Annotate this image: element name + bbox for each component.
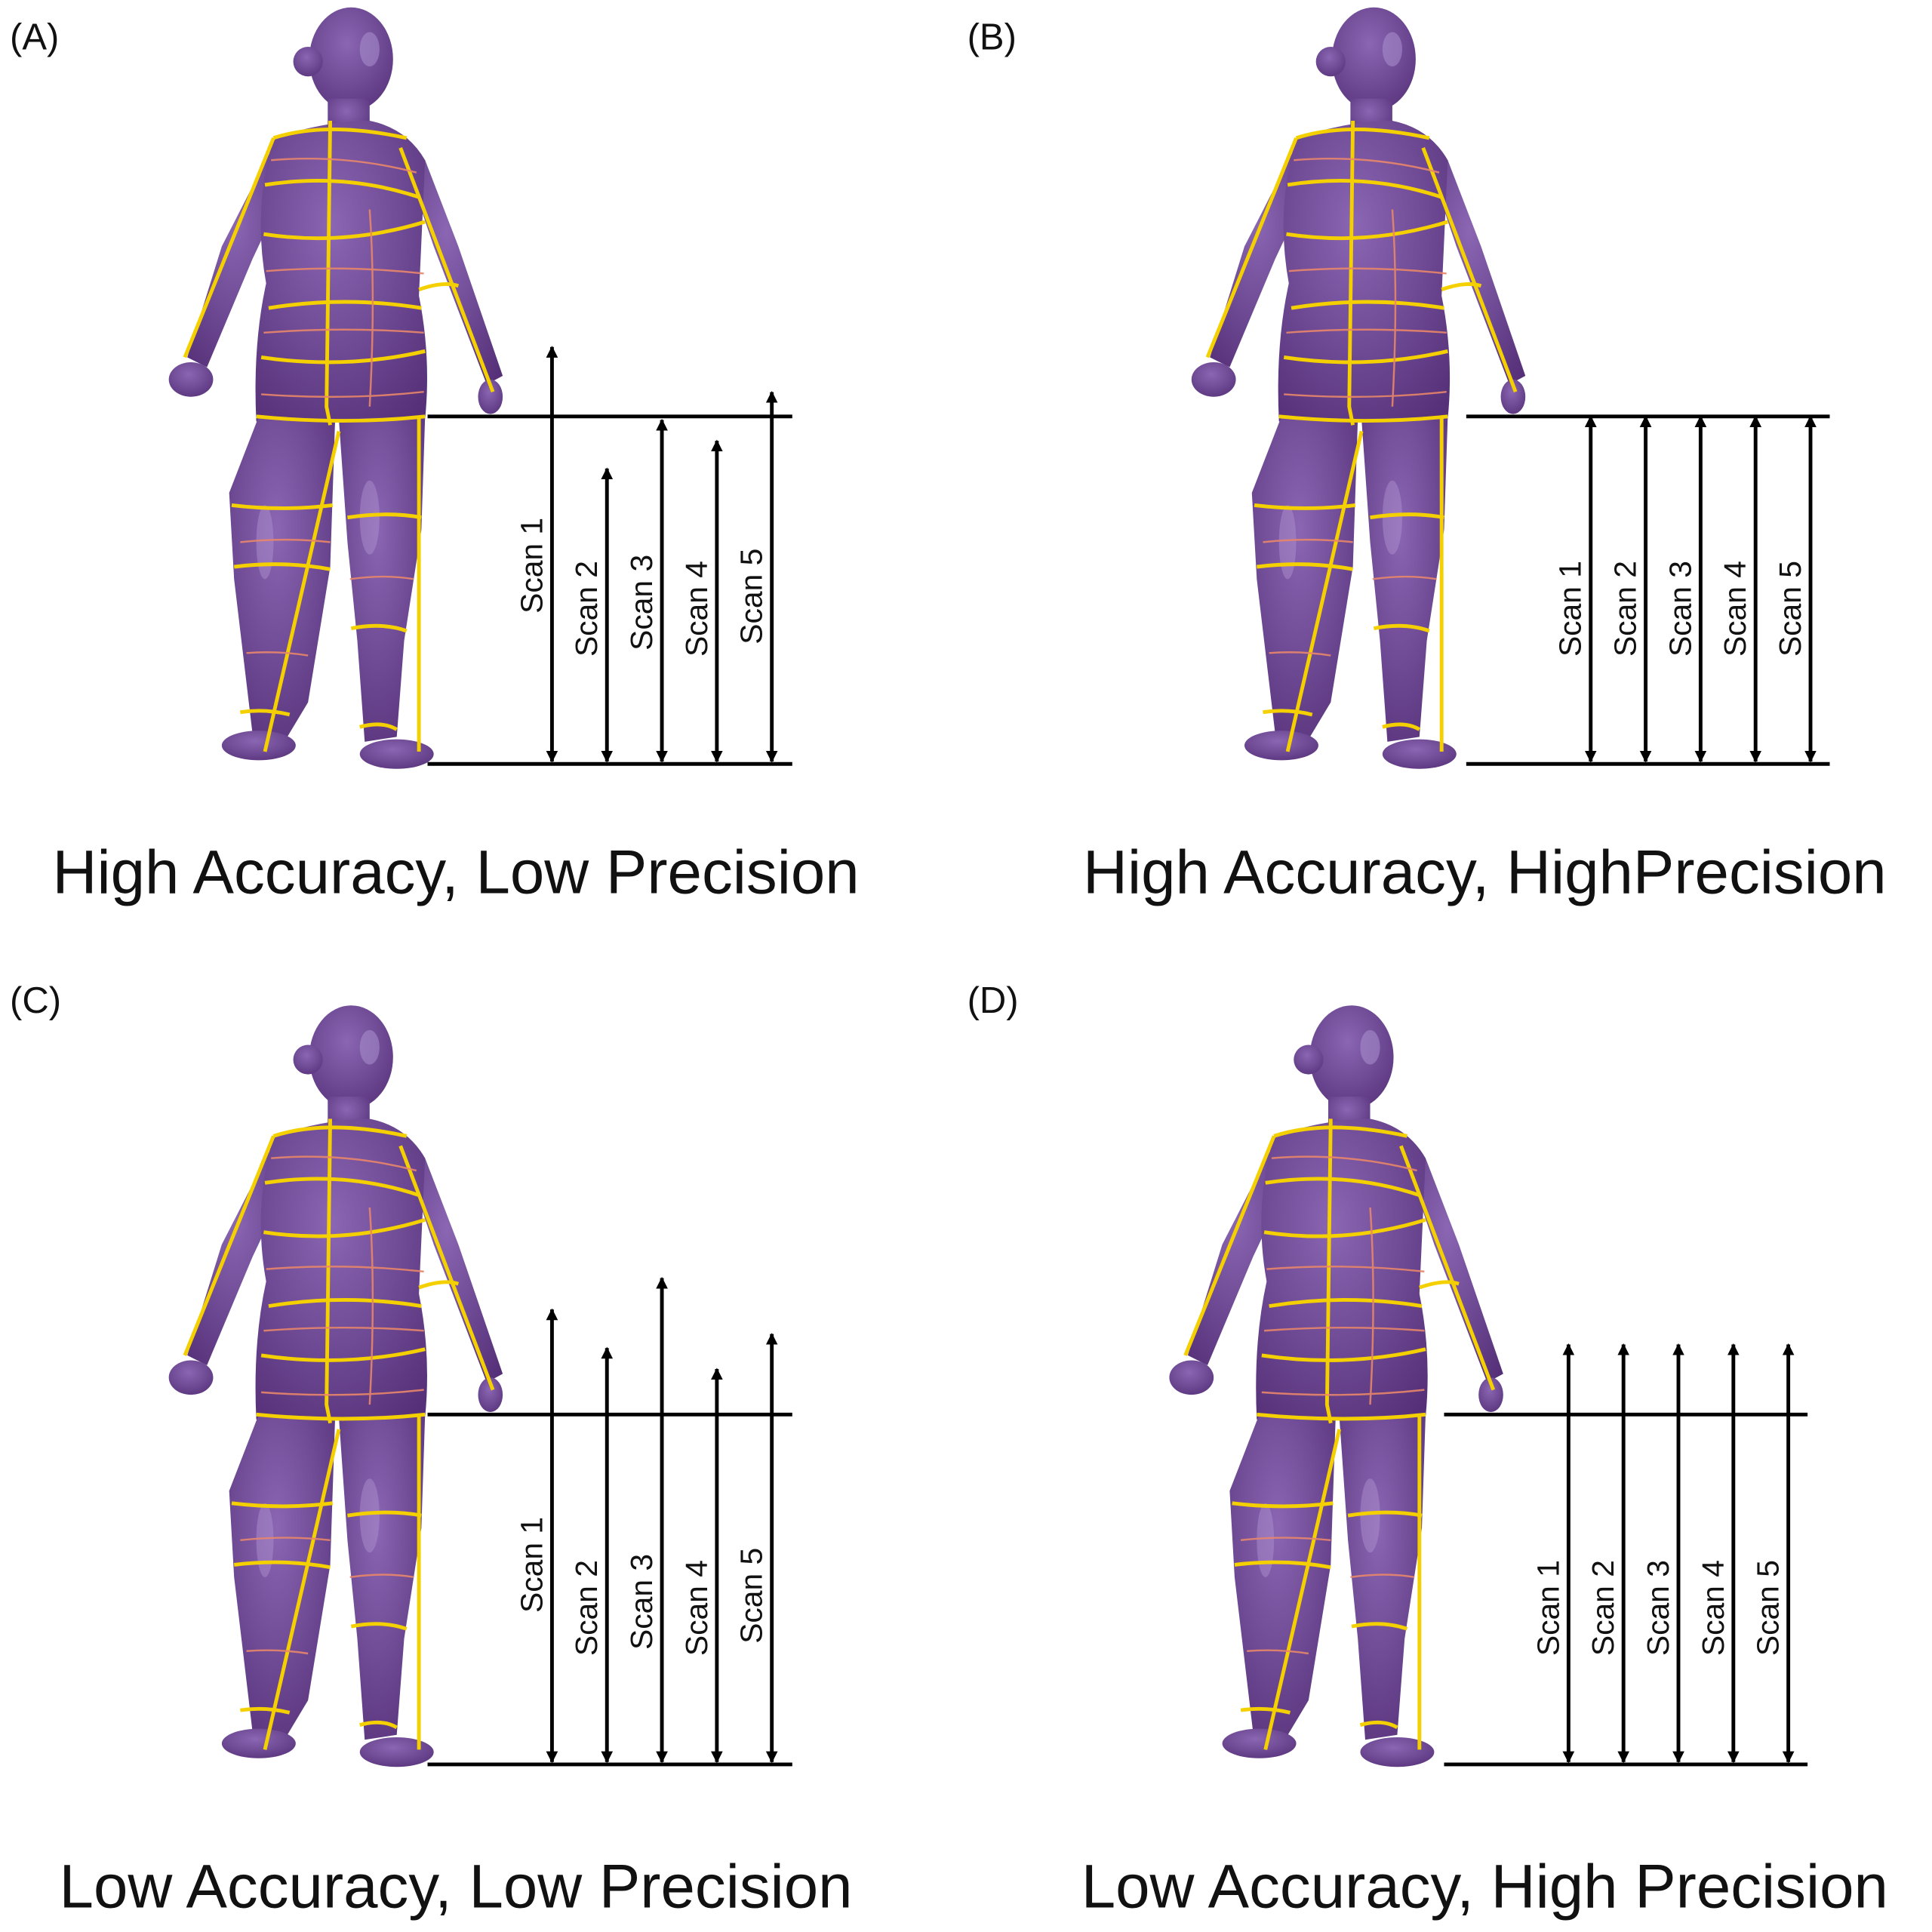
body-model-image bbox=[1169, 1005, 1503, 1767]
panel-d: (D) Low Accuracy, High Precision Scan 1 Sca… bbox=[968, 980, 1888, 1921]
panel-label: (C) bbox=[10, 980, 61, 1021]
scan-label-5: Scan 5 bbox=[1751, 1560, 1786, 1656]
panel-title: Low Accuracy, Low Precision bbox=[60, 1852, 853, 1921]
scan-label-5: Scan 5 bbox=[734, 549, 769, 645]
scan-label-1: Scan 1 bbox=[514, 518, 549, 614]
scan-label-3: Scan 3 bbox=[1641, 1560, 1675, 1656]
body-model-image bbox=[1192, 8, 1525, 769]
scan-label-5: Scan 5 bbox=[1773, 561, 1807, 657]
panel-a: (A) High Accuracy, Low Precision Scan 1 Sca… bbox=[10, 8, 860, 907]
panel-label: (B) bbox=[968, 17, 1017, 57]
scan-label-1: Scan 1 bbox=[1531, 1560, 1565, 1656]
scan-label-4: Scan 4 bbox=[679, 561, 714, 657]
panel-label: (A) bbox=[10, 17, 59, 57]
scan-label-1: Scan 1 bbox=[1553, 561, 1588, 657]
panel-label: (D) bbox=[968, 980, 1019, 1021]
scan-label-5: Scan 5 bbox=[734, 1548, 769, 1644]
scan-label-2: Scan 2 bbox=[569, 561, 604, 657]
panel-title: High Accuracy, Low Precision bbox=[53, 838, 860, 907]
scan-label-4: Scan 4 bbox=[1696, 1560, 1730, 1656]
body-model-image bbox=[169, 8, 503, 769]
scan-label-2: Scan 2 bbox=[1586, 1560, 1620, 1656]
scan-label-4: Scan 4 bbox=[679, 1560, 714, 1656]
panel-title: High Accuracy, HighPrecision bbox=[1083, 838, 1887, 907]
scan-label-3: Scan 3 bbox=[624, 1554, 659, 1650]
scan-label-3: Scan 3 bbox=[624, 555, 659, 651]
body-model-image bbox=[169, 1005, 503, 1767]
scan-label-1: Scan 1 bbox=[514, 1517, 549, 1613]
panel-title: Low Accuracy, High Precision bbox=[1081, 1852, 1888, 1921]
scan-label-3: Scan 3 bbox=[1663, 561, 1697, 657]
panel-b: (B) High Accuracy, HighPrecision Scan 1 Sca… bbox=[968, 8, 1887, 907]
panel-c: (C) Low Accuracy, Low Precision Scan 1 Scan… bbox=[10, 980, 853, 1921]
scan-label-2: Scan 2 bbox=[1608, 561, 1643, 657]
scan-label-4: Scan 4 bbox=[1718, 561, 1752, 657]
scan-label-2: Scan 2 bbox=[569, 1560, 604, 1656]
